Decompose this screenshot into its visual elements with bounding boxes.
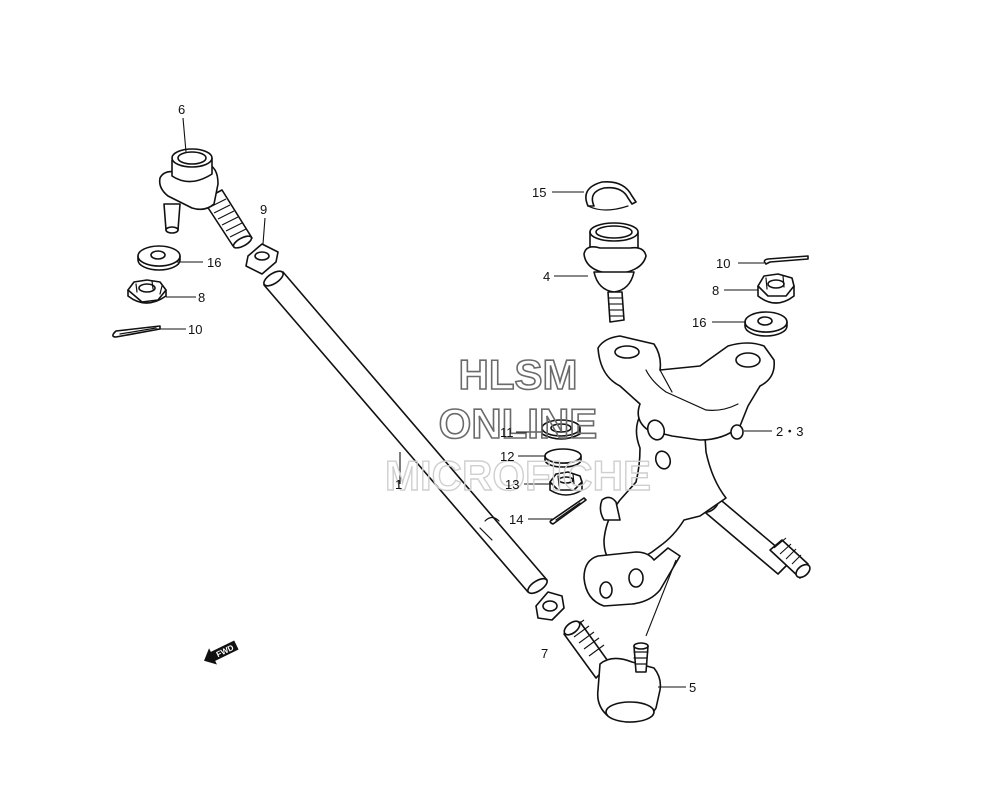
washer-12 <box>544 448 582 468</box>
circlip <box>585 180 637 211</box>
castle-nut-right <box>757 273 795 304</box>
callout-6: 6 <box>178 102 185 117</box>
callout-7: 7 <box>541 646 548 661</box>
callout-5: 5 <box>689 680 696 695</box>
washer-right <box>744 311 788 337</box>
callout-2-3: 2・3 <box>776 424 803 439</box>
callout-11: 11 <box>500 425 514 440</box>
callout-10-right: 10 <box>716 256 730 271</box>
tie-rod-tube <box>263 270 548 595</box>
callout-8-right: 8 <box>712 283 719 298</box>
callout-16-right: 16 <box>692 315 706 330</box>
callout-labels: 6 9 16 8 10 15 4 10 8 16 11 12 13 14 1 2… <box>178 102 803 695</box>
washer-left <box>137 245 181 271</box>
cotter-pin-left <box>112 325 161 338</box>
fwd-label: FWD <box>215 643 236 659</box>
callout-12: 12 <box>500 449 514 464</box>
watermark-line3: MICROFICHE <box>385 452 651 499</box>
jam-nut-left <box>245 243 279 275</box>
bushing-11 <box>541 419 581 440</box>
fwd-arrow-icon: FWD <box>204 640 239 665</box>
callout-1: 1 <box>395 477 402 492</box>
callout-14: 14 <box>509 512 523 527</box>
watermark-line1: HLSM <box>459 351 578 398</box>
jam-nut-right <box>535 591 565 621</box>
callout-4: 4 <box>543 269 550 284</box>
tie-rod-end-right <box>563 619 662 723</box>
cotter-pin-14 <box>549 497 587 525</box>
castle-nut-13 <box>549 471 583 496</box>
leader-lines <box>156 117 772 688</box>
ball-joint <box>583 222 647 323</box>
callout-15: 15 <box>532 185 546 200</box>
callout-13: 13 <box>505 477 519 492</box>
callout-8-left: 8 <box>198 290 205 305</box>
cotter-pin-right <box>763 255 809 265</box>
callout-10-left: 10 <box>188 322 202 337</box>
callout-16-left: 16 <box>207 255 221 270</box>
castle-nut-left <box>127 279 167 304</box>
tie-rod-end-left <box>158 148 253 249</box>
watermark: HLSM ONLINE MICROFICHE <box>384 350 651 500</box>
steering-knuckle <box>583 335 811 607</box>
watermark-line2: ONLINE <box>439 400 598 447</box>
callout-9: 9 <box>260 202 267 217</box>
